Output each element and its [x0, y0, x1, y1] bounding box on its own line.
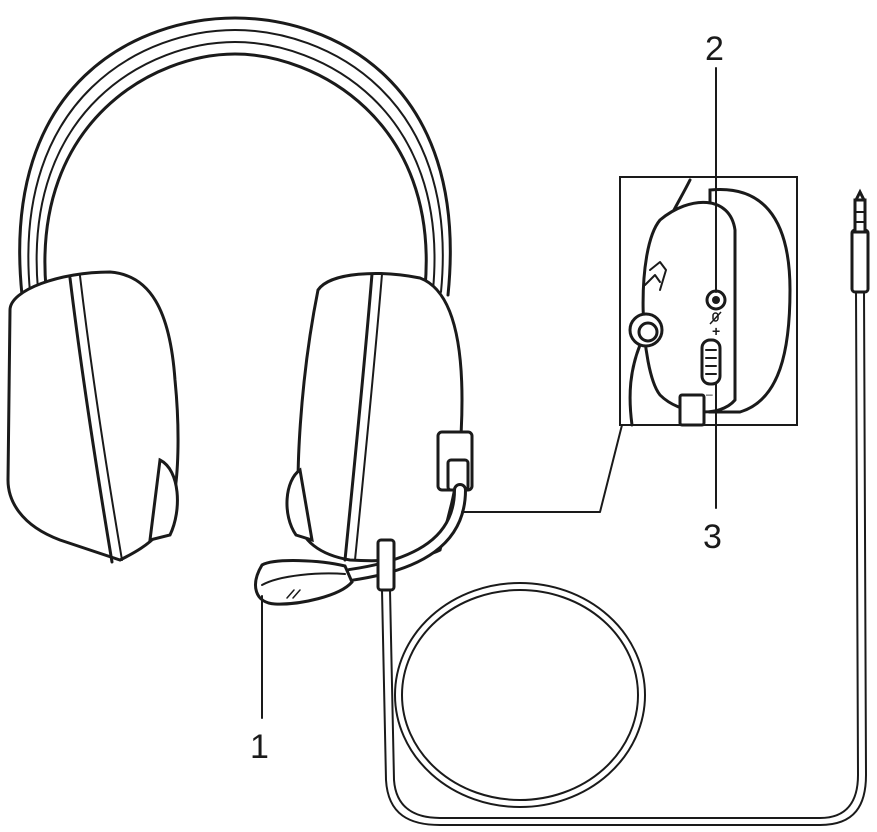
control-inset: + –: [619, 176, 798, 427]
mic-mute-icon: [709, 311, 722, 325]
callout-3: 3: [703, 518, 722, 556]
headband: [18, 16, 452, 297]
callout-2: 2: [705, 30, 724, 68]
minus-sign: –: [706, 387, 713, 401]
audio-jack: [850, 188, 870, 294]
plus-sign: +: [712, 323, 720, 339]
audio-cable: [376, 289, 867, 826]
right-ear-cup: [285, 272, 464, 563]
left-ear-cup: [6, 270, 180, 564]
mic-boom: [343, 430, 474, 582]
inset-leader-line: [461, 424, 623, 513]
mic-head: [254, 559, 354, 606]
callout-1: 1: [250, 728, 269, 766]
